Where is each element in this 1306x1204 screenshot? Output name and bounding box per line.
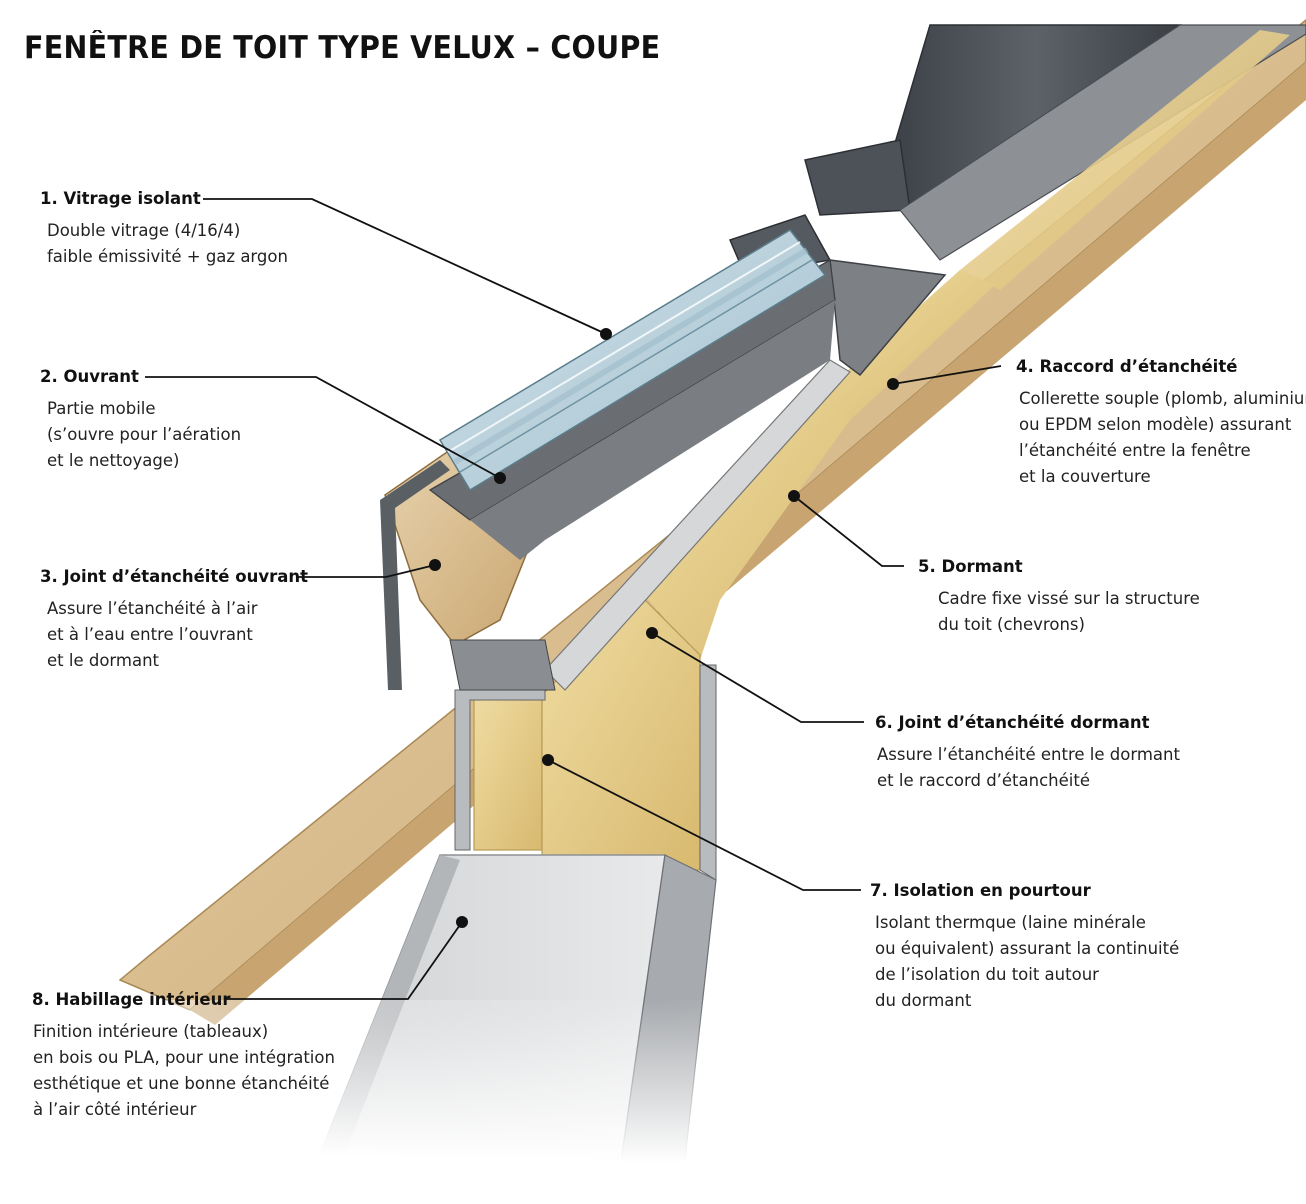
label-line: Collerette souple (plomb, aluminium	[1019, 389, 1306, 408]
callout-dot-7	[542, 754, 554, 766]
label-joint-ouvrant: 3. Joint d’étanchéité ouvrant Assure l’é…	[40, 566, 308, 674]
frame-profiles	[454, 259, 947, 881]
label-title: Habillage intérieur	[55, 990, 231, 1009]
label-number: 1.	[40, 189, 58, 208]
label-line: Assure l’étanchéité entre le dormant	[877, 745, 1180, 764]
label-ouvrant: 2. Ouvrant Partie mobile (s’ouvre pour l…	[40, 366, 241, 474]
leader-2	[145, 376, 501, 479]
page-title: FENÊTRE DE TOIT TYPE VELUX – COUPE	[24, 30, 661, 66]
leader-1	[203, 198, 607, 335]
label-line: et le nettoyage)	[47, 451, 180, 470]
label-number: 4.	[1016, 357, 1034, 376]
label-line: ou équivalent) assurant la continuité	[875, 939, 1180, 958]
label-title: Ouvrant	[63, 367, 139, 386]
label-title: Vitrage isolant	[63, 189, 201, 208]
leader-6	[651, 632, 864, 723]
callout-dot-1	[600, 328, 612, 340]
label-line: faible émissivité + gaz argon	[47, 247, 288, 266]
label-line: Partie mobile	[47, 399, 156, 418]
label-line: esthétique et une bonne étanchéité	[33, 1074, 330, 1093]
callout-dot-2	[494, 472, 506, 484]
label-joint-dormant: 6. Joint d’étanchéité dormant Assure l’é…	[875, 712, 1180, 794]
label-line: Assure l’étanchéité à l’air	[47, 599, 258, 618]
label-line: (s’ouvre pour l’aération	[47, 425, 242, 444]
callout-dot-6	[646, 627, 658, 639]
label-number: 7.	[870, 881, 888, 900]
label-title: Raccord d’étanchéité	[1039, 357, 1238, 376]
label-line: du dormant	[875, 991, 972, 1010]
label-line: Finition intérieure (tableaux)	[33, 1022, 269, 1041]
label-line: du toit (chevrons)	[938, 615, 1085, 634]
callout-dot-3	[429, 559, 441, 571]
label-number: 3.	[40, 567, 58, 586]
interior-lining	[0, 854, 1306, 1204]
label-line: et à l’eau entre l’ouvrant	[47, 625, 253, 644]
label-habillage-interieur: 8. Habillage intérieur Finition intérieu…	[32, 989, 335, 1123]
leader-8	[225, 921, 463, 1000]
label-line: de l’isolation du toit autour	[875, 965, 1099, 984]
label-title: Joint d’étanchéité ouvrant	[63, 567, 309, 586]
insulation	[473, 30, 1290, 871]
callout-dot-5	[788, 490, 800, 502]
label-line: en bois ou PLA, pour une intégration	[33, 1048, 335, 1067]
label-line: et le raccord d’étanchéité	[877, 771, 1090, 790]
label-number: 2.	[40, 367, 58, 386]
leader-4	[892, 365, 1002, 385]
label-line: ou EPDM selon modèle) assurant	[1019, 415, 1292, 434]
insulating-glazing	[438, 229, 827, 492]
leader-7	[547, 759, 861, 891]
label-line: et la couverture	[1019, 467, 1151, 486]
label-number: 5.	[918, 557, 936, 576]
label-number: 8.	[32, 990, 50, 1009]
label-line: Isolant thermque (laine minérale	[875, 913, 1146, 932]
label-line: et le dormant	[47, 651, 160, 670]
label-line: Cadre fixe vissé sur la structure	[938, 589, 1200, 608]
label-line: l’étanchéité entre la fenêtre	[1019, 441, 1251, 460]
label-title: Dormant	[941, 557, 1023, 576]
label-title: Isolation en pourtour	[893, 881, 1091, 900]
leader-5	[793, 495, 904, 567]
callout-dot-8	[456, 916, 468, 928]
callout-dot-4	[887, 378, 899, 390]
label-raccord-etancheite: 4. Raccord d’étanchéité Collerette soupl…	[1016, 356, 1306, 490]
leader-3	[297, 564, 436, 578]
label-dormant: 5. Dormant Cadre fixe vissé sur la struc…	[918, 556, 1200, 638]
label-vitrage-isolant: 1. Vitrage isolant Double vitrage (4/16/…	[40, 188, 288, 270]
label-number: 6.	[875, 713, 893, 732]
label-isolation-pourtour: 7. Isolation en pourtour Isolant thermqu…	[870, 880, 1179, 1014]
label-line: à l’air côté intérieur	[33, 1100, 197, 1119]
label-title: Joint d’étanchéité dormant	[898, 713, 1150, 732]
label-line: Double vitrage (4/16/4)	[47, 221, 241, 240]
